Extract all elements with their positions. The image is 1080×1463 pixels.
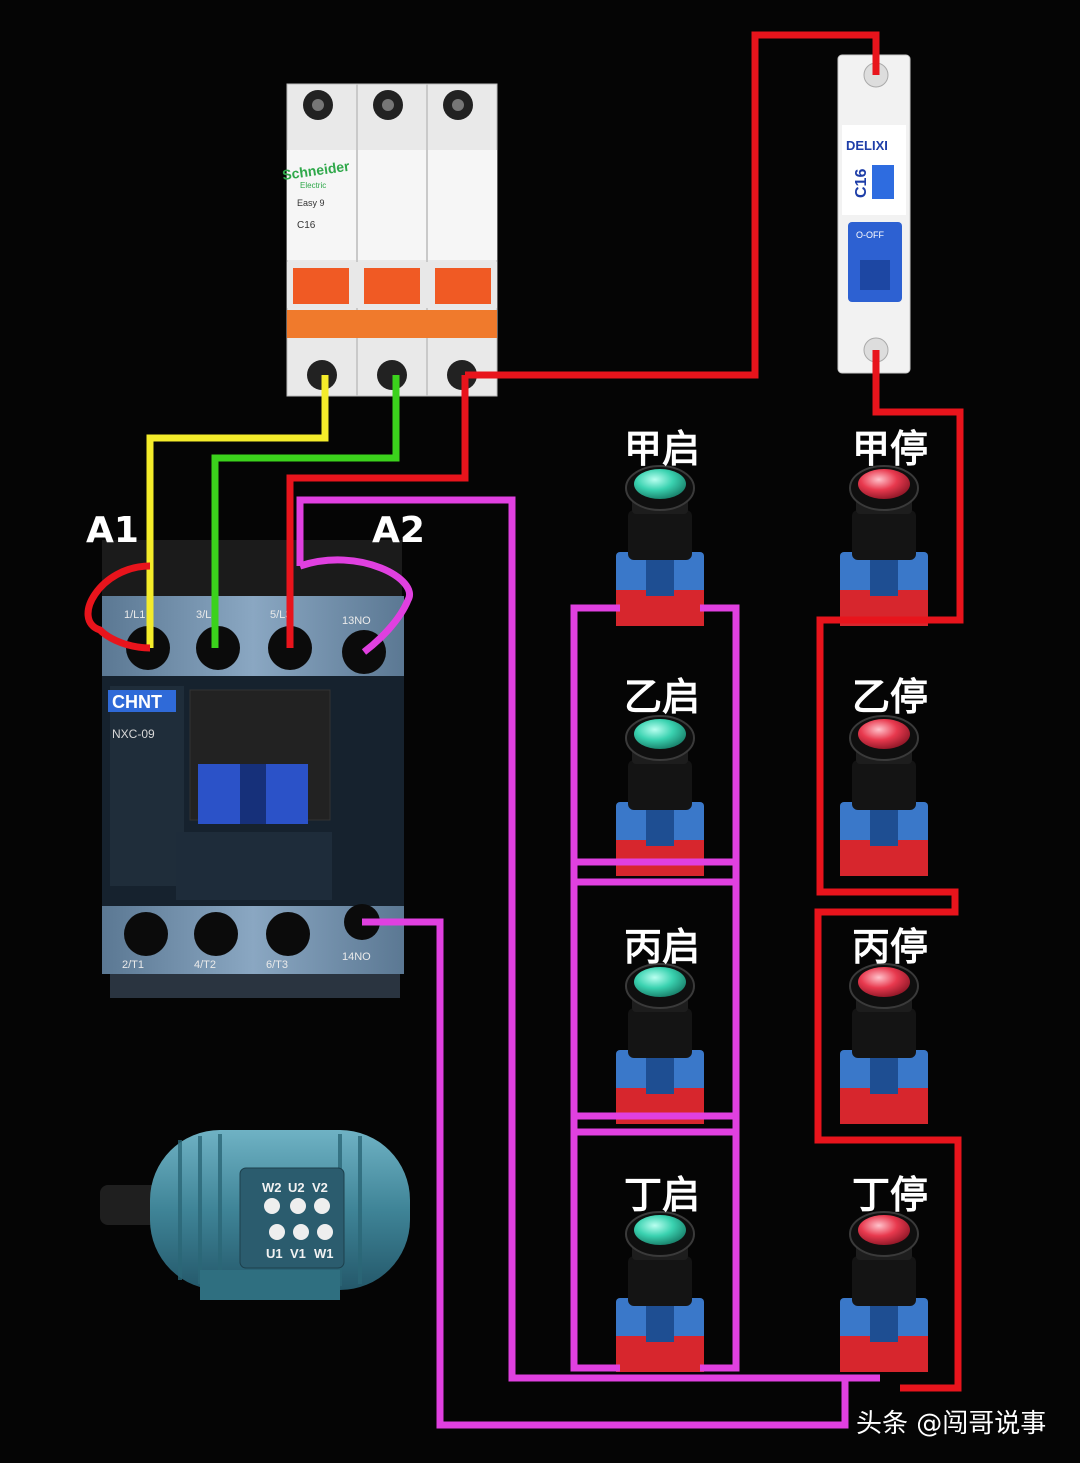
contactor-brand: CHNT [112, 692, 162, 712]
motor-terminal-u1: U1 [266, 1246, 283, 1261]
terminal-label-1: 1/L1 [124, 609, 145, 621]
stop-button-cap-4 [858, 1215, 910, 1245]
wire-l3-red [286, 375, 469, 648]
stop-button-labels: 甲停 乙停 丙停 丁停 [852, 427, 928, 1217]
start-label-2: 乙启 [624, 675, 700, 719]
wire-l2-green [211, 375, 400, 648]
contactor-model: NXC-09 [112, 727, 155, 741]
motor-terminal-w2: W2 [262, 1180, 282, 1195]
stop-button-3[interactable] [840, 963, 928, 1124]
start-button-labels: 甲启 乙启 丙启 丁启 [624, 427, 700, 1217]
breaker-top-screws [303, 90, 473, 120]
stop-button-cap-1 [858, 469, 910, 499]
stop-label-3: 丙停 [852, 925, 928, 969]
contactor-bottom-screws [124, 904, 380, 956]
wire-control-supply-red [465, 31, 880, 379]
breaker-3p-rating: C16 [297, 220, 316, 231]
stop-button-cap-3 [858, 967, 910, 997]
terminal-label-14: 14NO [342, 951, 371, 963]
terminal-label-13: 13NO [342, 615, 371, 627]
stop-button-2[interactable] [840, 715, 928, 876]
motor-terminal-v1: V1 [290, 1246, 306, 1261]
start-button-1[interactable] [616, 465, 704, 626]
breaker-3p-model: Easy 9 [297, 198, 325, 208]
terminal-label-2: 2/T1 [122, 959, 144, 971]
motor-terminal-v2: V2 [312, 1180, 328, 1195]
start-button-2[interactable] [616, 715, 704, 876]
start-button-cap-3 [634, 967, 686, 997]
motor-terminal-u2: U2 [288, 1180, 305, 1195]
wires [84, 31, 964, 1429]
pushbuttons [616, 465, 928, 1372]
breaker-1p-brand: DELIXI [846, 138, 888, 153]
motor [100, 1130, 410, 1300]
start-label-1: 甲启 [624, 427, 700, 471]
motor-terminal-w1: W1 [314, 1246, 334, 1261]
terminal-a1-label: A1 [86, 510, 139, 551]
breaker-3p-brand-sub: Electric [300, 181, 326, 190]
motor-terminal-labels: W2 U2 V2 U1 V1 W1 [262, 1180, 334, 1261]
breaker-1p-switch-text: O-OFF [856, 230, 884, 240]
start-button-3[interactable] [616, 963, 704, 1124]
start-label-3: 丙启 [624, 925, 700, 969]
breaker-1p-rating: C16 [853, 169, 870, 198]
wire-start-bus-right [700, 604, 740, 1372]
terminal-a2-label: A2 [372, 510, 425, 551]
watermark: 头条 @闯哥说事 [856, 1409, 1046, 1439]
stop-label-2: 乙停 [852, 675, 928, 719]
start-label-4: 丁启 [624, 1173, 700, 1217]
wire-start-bus-left [570, 604, 620, 1372]
wire-14no-to-stops [362, 918, 880, 1429]
three-pole-breaker [286, 83, 498, 397]
stop-button-1[interactable] [840, 465, 928, 626]
terminal-label-5: 5/L3 [270, 609, 291, 621]
start-button-cap-4 [634, 1215, 686, 1245]
stop-label-1: 甲停 [852, 427, 928, 471]
breaker-bottom-screws [307, 360, 477, 390]
terminal-label-6: 6/T3 [266, 959, 288, 971]
wire-a2-loop [298, 556, 413, 655]
wire-a2-to-start [296, 496, 660, 1382]
wire-a1-loop [84, 562, 151, 652]
stop-button-4[interactable] [840, 1211, 928, 1372]
wire-l1-yellow [146, 375, 329, 648]
start-button-cap-1 [634, 469, 686, 499]
single-pole-breaker [837, 54, 911, 374]
start-button-cap-2 [634, 719, 686, 749]
stop-button-cap-2 [858, 719, 910, 749]
wire-stop-series-1 [814, 350, 964, 1392]
start-button-4[interactable] [616, 1211, 704, 1372]
stop-label-4: 丁停 [852, 1173, 928, 1217]
contactor-bottom-terminal-labels: 2/T1 4/T2 6/T3 14NO [122, 951, 371, 971]
terminal-label-4: 4/T2 [194, 959, 216, 971]
